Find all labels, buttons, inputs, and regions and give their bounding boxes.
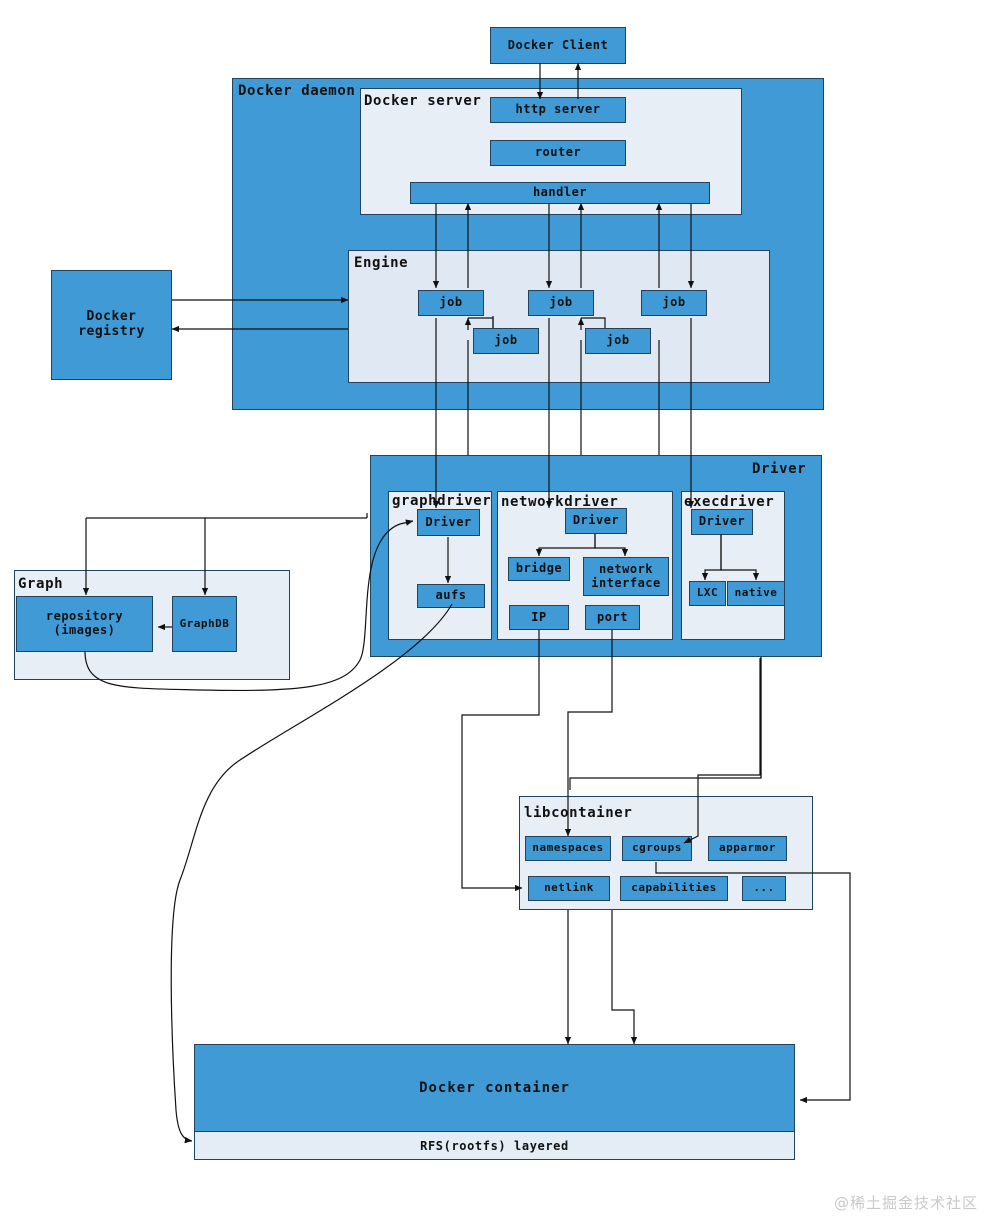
- job-box-3[interactable]: job: [641, 290, 707, 316]
- job-label: job: [439, 295, 463, 310]
- http-server-box[interactable]: http server: [490, 97, 626, 123]
- cgroups-label: cgroups: [632, 841, 682, 855]
- job-label: job: [662, 295, 686, 310]
- bridge-label: bridge: [515, 561, 563, 576]
- bridge-box[interactable]: bridge: [508, 557, 570, 581]
- job-label: job: [606, 333, 630, 348]
- port-box[interactable]: port: [585, 605, 640, 630]
- router-label: router: [534, 145, 582, 160]
- job-box-4[interactable]: job: [473, 328, 539, 354]
- docker-registry-label: Docker registry: [78, 309, 145, 339]
- job-box-5[interactable]: job: [585, 328, 651, 354]
- execdriver-driver-label: Driver: [698, 514, 746, 529]
- handler-label: handler: [532, 185, 588, 200]
- driver-label: Driver: [752, 461, 807, 477]
- job-label: job: [494, 333, 518, 348]
- lxc-label: LXC: [696, 586, 719, 600]
- graphdriver-driver-label: Driver: [425, 514, 472, 529]
- ip-label: IP: [531, 609, 547, 624]
- repository-images-label: repository (images): [45, 609, 124, 637]
- network-interface-label: network interface: [591, 561, 661, 590]
- native-box[interactable]: native: [727, 581, 785, 606]
- repository-images-box[interactable]: repository (images): [16, 596, 153, 652]
- libcontainer-label: libcontainer: [524, 805, 633, 821]
- lxc-box[interactable]: LXC: [689, 581, 726, 606]
- rfs-layered-box[interactable]: RFS(rootfs) layered: [194, 1131, 795, 1160]
- engine-panel: [348, 250, 770, 383]
- more-label: ...: [753, 881, 775, 895]
- aufs-box[interactable]: aufs: [417, 584, 485, 608]
- docker-client-box[interactable]: Docker Client: [490, 27, 626, 64]
- capabilities-label: capabilities: [631, 881, 717, 895]
- port-label: port: [597, 609, 628, 624]
- docker-container-box[interactable]: Docker container: [194, 1044, 795, 1132]
- ip-box[interactable]: IP: [509, 605, 569, 630]
- network-interface-box[interactable]: network interface: [583, 557, 669, 596]
- native-label: native: [734, 586, 778, 600]
- namespaces-label: namespaces: [532, 841, 604, 855]
- apparmor-label: apparmor: [719, 841, 776, 855]
- more-box[interactable]: ...: [742, 876, 786, 901]
- docker-registry-box[interactable]: Docker registry: [51, 270, 172, 380]
- aufs-label: aufs: [435, 588, 467, 603]
- router-box[interactable]: router: [490, 140, 626, 166]
- netlink-label: netlink: [544, 881, 594, 895]
- docker-container-label: Docker container: [419, 1080, 570, 1096]
- cgroups-box[interactable]: cgroups: [622, 836, 692, 861]
- networkdriver-driver-label: Driver: [572, 513, 620, 528]
- apparmor-box[interactable]: apparmor: [708, 836, 787, 861]
- handler-box[interactable]: handler: [410, 182, 710, 204]
- http-server-label: http server: [515, 102, 601, 117]
- job-box-1[interactable]: job: [418, 290, 484, 316]
- engine-label: Engine: [354, 255, 409, 271]
- execdriver-label: execdriver: [684, 494, 775, 510]
- netlink-box[interactable]: netlink: [528, 876, 610, 901]
- docker-daemon-label: Docker daemon: [238, 83, 356, 99]
- networkdriver-driver-box[interactable]: Driver: [565, 508, 627, 534]
- execdriver-driver-box[interactable]: Driver: [691, 509, 753, 535]
- networkdriver-label: networkdriver: [501, 494, 619, 510]
- rfs-layered-label: RFS(rootfs) layered: [420, 1138, 569, 1153]
- graphdb-label: GraphDB: [179, 616, 230, 630]
- graphdriver-driver-box[interactable]: Driver: [417, 509, 480, 536]
- capabilities-box[interactable]: capabilities: [620, 876, 728, 901]
- namespaces-box[interactable]: namespaces: [525, 836, 611, 861]
- watermark: @稀土掘金技术社区: [833, 1194, 978, 1212]
- graphdriver-label: graphdriver: [392, 493, 492, 509]
- graphdb-box[interactable]: GraphDB: [172, 596, 237, 652]
- job-label: job: [549, 295, 573, 310]
- job-box-2[interactable]: job: [528, 290, 594, 316]
- docker-client-label: Docker Client: [507, 37, 609, 52]
- graph-label: Graph: [18, 576, 64, 592]
- docker-server-label: Docker server: [364, 93, 482, 109]
